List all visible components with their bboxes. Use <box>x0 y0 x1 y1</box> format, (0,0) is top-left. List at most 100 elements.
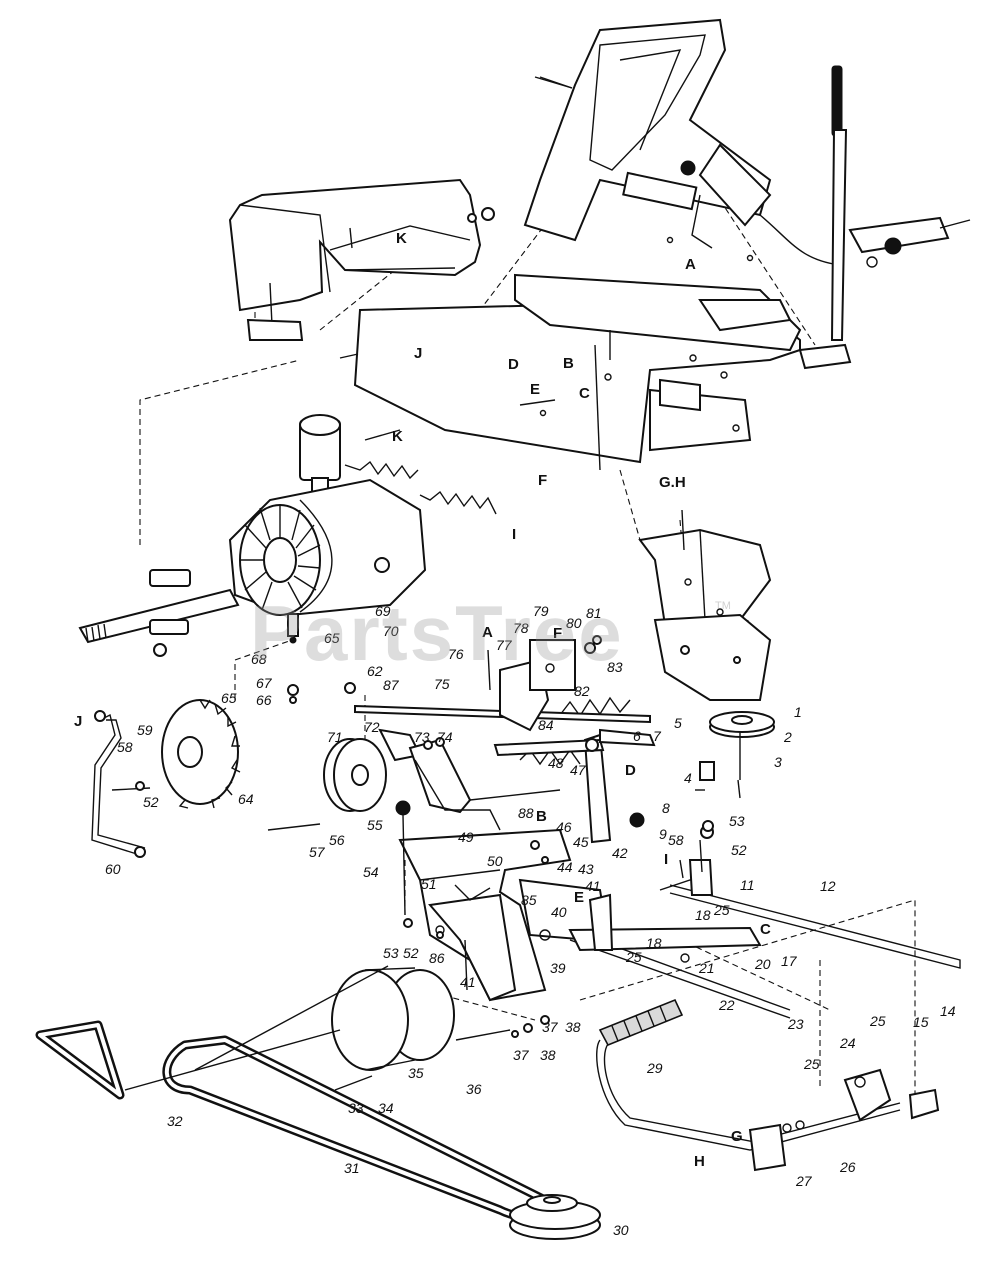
callout-76: 76 <box>448 646 464 662</box>
callout-47: 47 <box>570 762 587 778</box>
drive-pulley-35 <box>331 967 455 1091</box>
callout-24: 24 <box>839 1035 856 1051</box>
callout-64: 64 <box>238 791 254 807</box>
ref-letter-j-left: J <box>74 713 82 730</box>
callout-81: 81 <box>586 605 602 621</box>
ref-letter-f-top: F <box>538 472 547 489</box>
transmission-assembly <box>78 414 427 657</box>
callout-46: 46 <box>556 819 572 835</box>
ref-letter-i-mid: I <box>664 851 668 868</box>
callout-58a: 58 <box>117 739 133 755</box>
callout-57: 57 <box>309 844 326 860</box>
callout-27: 27 <box>795 1173 813 1189</box>
callout-56: 56 <box>329 832 345 848</box>
ref-letter-gh-top: G.H <box>659 474 686 491</box>
callout-20: 20 <box>754 956 771 972</box>
callout-80: 80 <box>566 615 582 631</box>
callout-25b: 25 <box>625 949 642 965</box>
callout-40: 40 <box>551 904 567 920</box>
callout-53b: 53 <box>383 945 399 961</box>
callout-35: 35 <box>408 1065 424 1081</box>
callout-31: 31 <box>344 1160 360 1176</box>
callout-88: 88 <box>518 805 534 821</box>
callout-9: 9 <box>659 826 667 842</box>
ref-letter-i-top: I <box>512 526 516 543</box>
callout-52c: 52 <box>403 945 419 961</box>
callout-66: 66 <box>256 692 272 708</box>
callout-43: 43 <box>578 861 594 877</box>
callout-37b: 37 <box>513 1047 530 1063</box>
bolts <box>94 76 741 1041</box>
callout-38b: 38 <box>540 1047 556 1063</box>
watermark-trademark: TM <box>715 600 731 612</box>
callout-82: 82 <box>574 683 590 699</box>
callout-67: 67 <box>256 675 273 691</box>
callout-77: 77 <box>496 637 513 653</box>
callout-75: 75 <box>434 676 450 692</box>
ref-letter-b-top: B <box>563 355 574 372</box>
ref-letter-k-mid: K <box>392 428 403 445</box>
frame-plate <box>353 273 802 471</box>
bellcrank-49 <box>408 738 561 831</box>
idler-pulley-71 <box>323 728 422 812</box>
ref-letter-f-mid: F <box>553 625 562 642</box>
ref-letter-k-top: K <box>396 230 407 247</box>
callout-12: 12 <box>820 878 836 894</box>
callout-72: 72 <box>364 719 380 735</box>
callout-36: 36 <box>466 1081 482 1097</box>
callout-85: 85 <box>521 892 537 908</box>
watermark-logo: PartsTree <box>250 589 624 677</box>
bracket-60 <box>91 713 146 858</box>
callout-1: 1 <box>794 704 802 720</box>
callout-32: 32 <box>167 1113 183 1129</box>
callout-51: 51 <box>421 876 437 892</box>
ref-letter-d-mid: D <box>625 762 636 779</box>
seat-bracket-assembly <box>228 178 495 341</box>
callout-11: 11 <box>740 877 755 893</box>
belt-guide-line <box>194 965 389 1071</box>
callout-38a: 38 <box>565 1019 581 1035</box>
ref-letter-e-top: E <box>530 381 540 398</box>
ref-letter-h-bottom: H <box>694 1153 705 1170</box>
callout-73: 73 <box>414 729 430 745</box>
callout-3: 3 <box>774 754 782 770</box>
callout-42: 42 <box>612 845 628 861</box>
callout-84: 84 <box>538 717 554 733</box>
callout-60: 60 <box>105 861 121 877</box>
steering-support-assembly <box>523 18 841 266</box>
brake-linkage <box>493 728 656 844</box>
callout-34: 34 <box>378 1100 394 1116</box>
callout-71: 71 <box>327 729 343 745</box>
callout-87: 87 <box>383 677 400 693</box>
lift-handle-rod <box>596 1039 940 1172</box>
callout-29: 29 <box>646 1060 663 1076</box>
reference-letter-labels: A A B B C C D D E E F F G G.H H I I J J … <box>74 230 771 1170</box>
callout-74: 74 <box>437 729 453 745</box>
pulley-30 <box>509 1194 601 1240</box>
pulley-1 <box>709 711 775 780</box>
lift-lever-assembly <box>798 65 971 370</box>
callout-17: 17 <box>781 953 798 969</box>
callout-55: 55 <box>367 817 383 833</box>
ref-letter-c-top: C <box>579 385 590 402</box>
callout-78: 78 <box>513 620 529 636</box>
callout-52b: 52 <box>731 842 747 858</box>
ref-letter-b-mid: B <box>536 808 547 825</box>
callout-37a: 37 <box>542 1019 559 1035</box>
callout-23: 23 <box>787 1016 804 1032</box>
ref-letter-d-top: D <box>508 356 519 373</box>
callout-7: 7 <box>653 728 662 744</box>
callout-25a: 25 <box>713 902 730 918</box>
callout-15: 15 <box>913 1014 929 1030</box>
callout-22: 22 <box>718 997 735 1013</box>
callout-6: 6 <box>633 728 641 744</box>
callout-68: 68 <box>251 651 267 667</box>
callout-58b: 58 <box>668 832 684 848</box>
callout-30: 30 <box>613 1222 629 1238</box>
callout-79: 79 <box>533 603 549 619</box>
callout-8: 8 <box>662 800 670 816</box>
hand-grip-29 <box>598 998 684 1047</box>
callout-41a: 41 <box>460 974 476 990</box>
callout-49: 49 <box>458 829 474 845</box>
callout-65a: 65 <box>324 630 340 646</box>
